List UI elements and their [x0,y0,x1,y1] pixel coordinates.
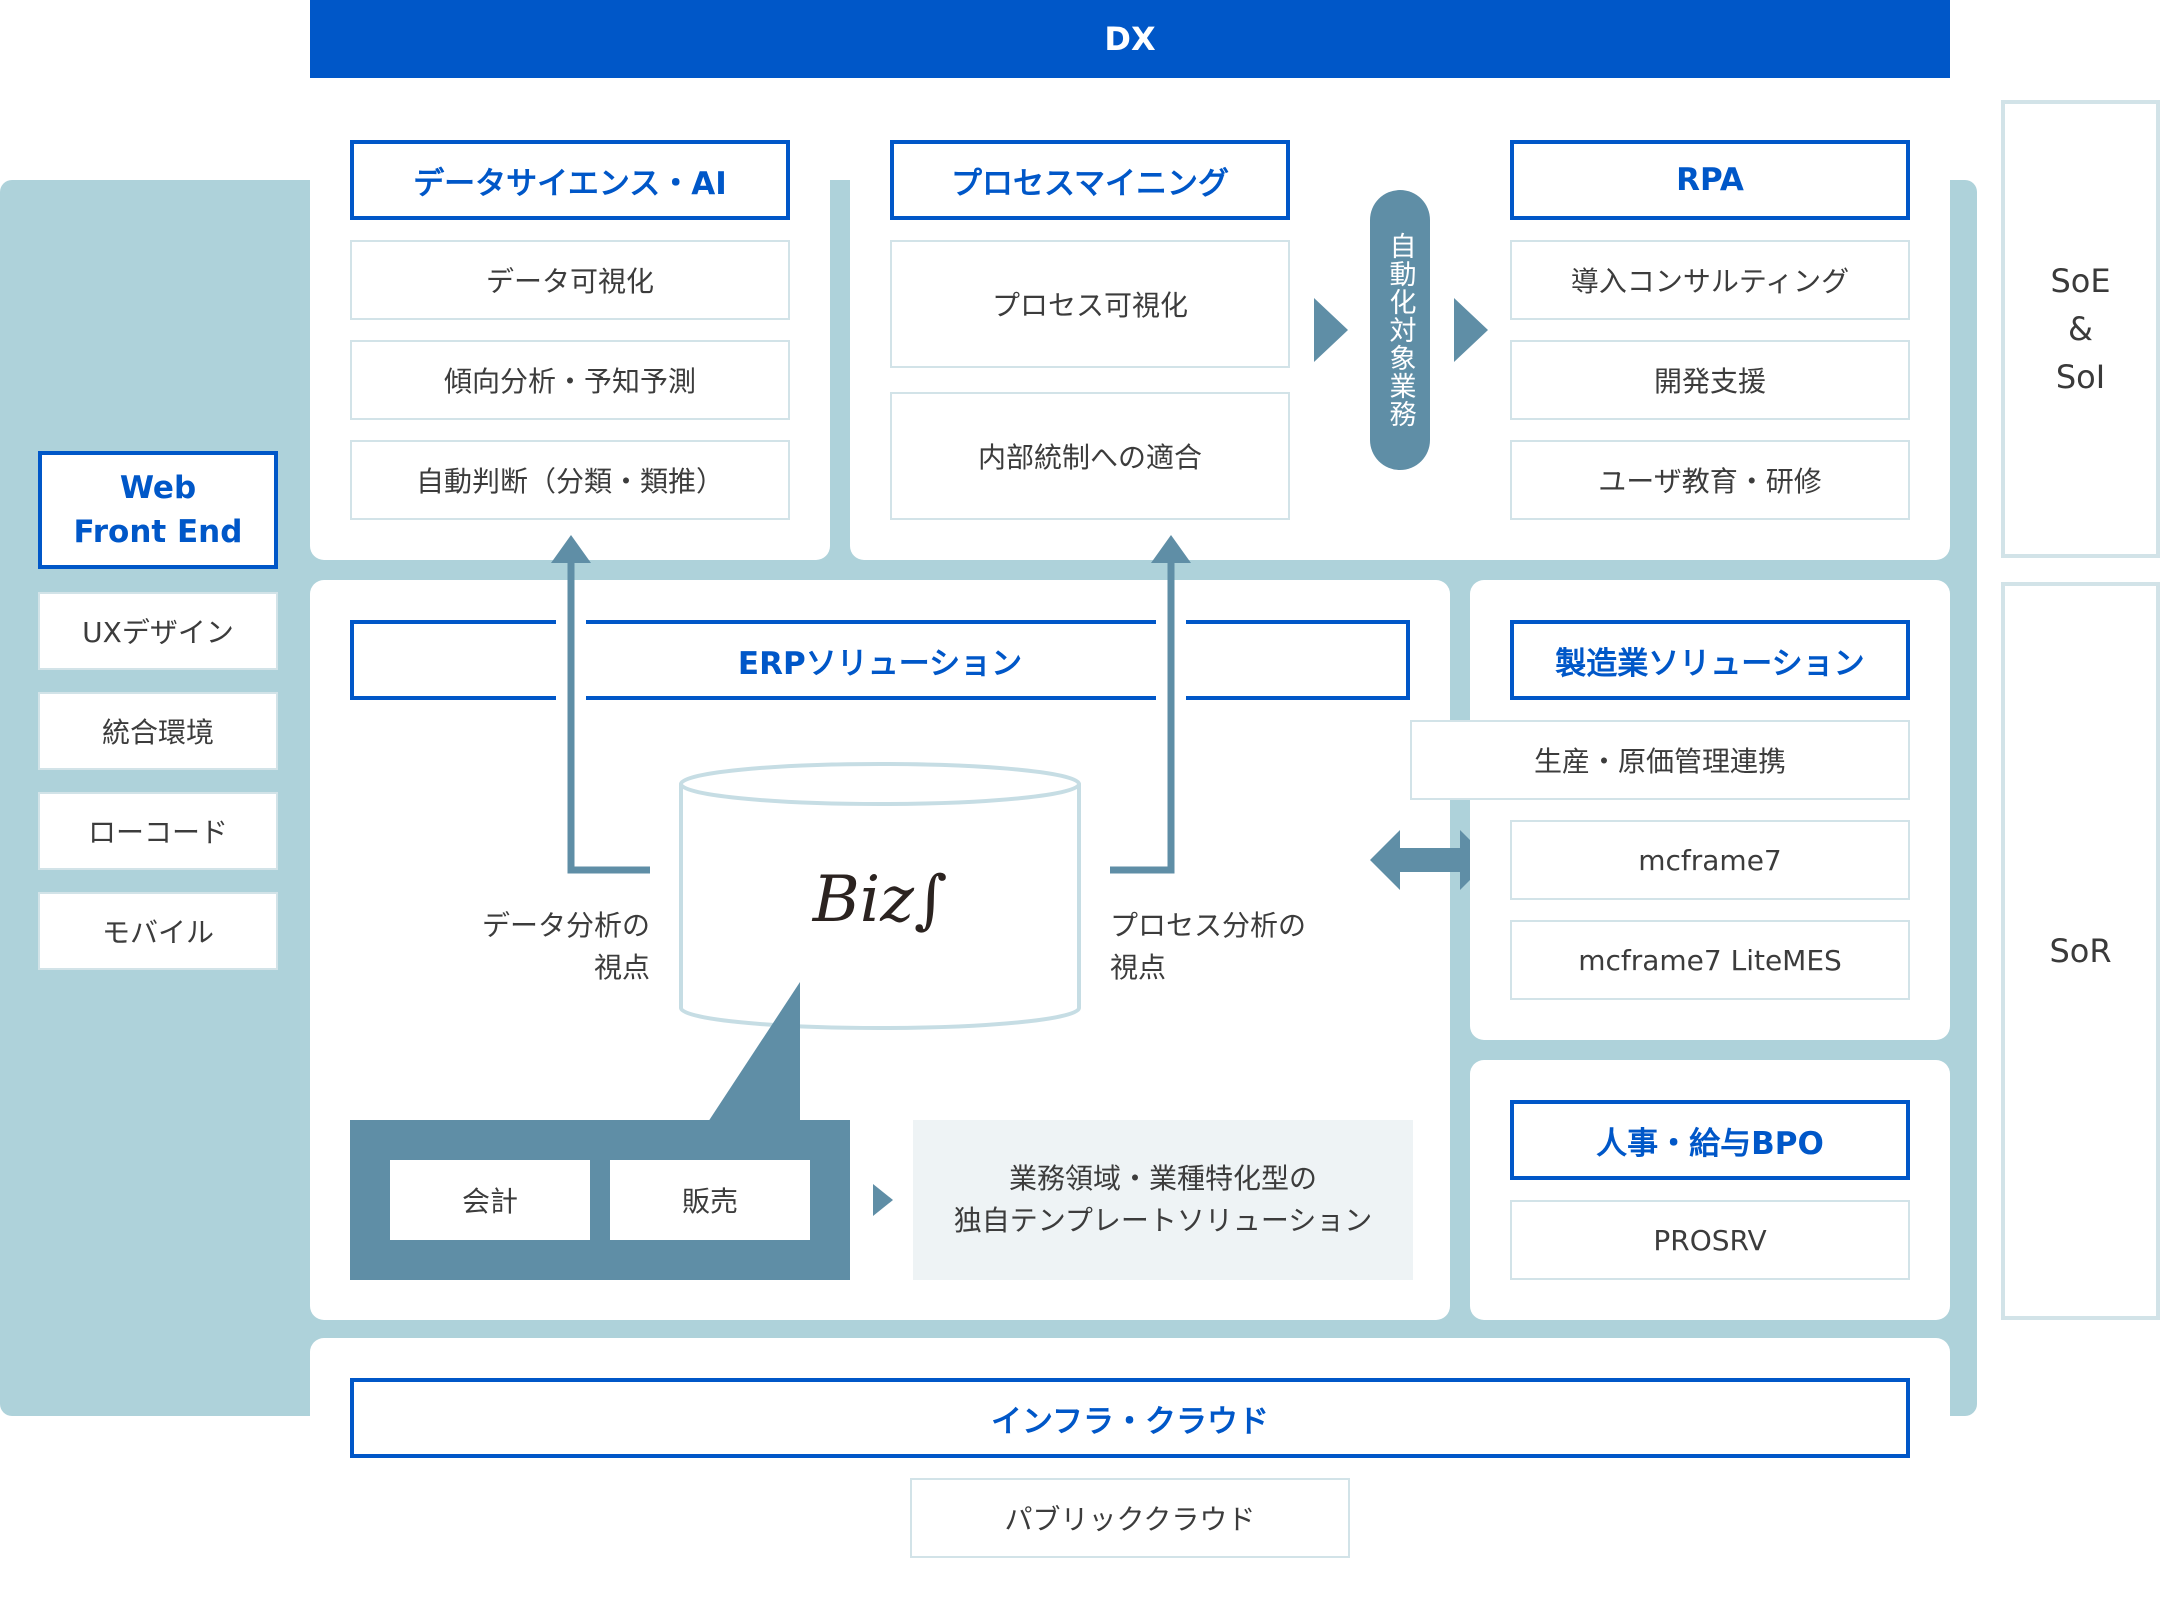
process-view-line: プロセス分析の [1110,909,1307,942]
process-view-label: プロセス分析の 視点 [1110,905,1350,989]
infra-title: インフラ・クラウド [990,1403,1270,1440]
bizf-logo: Biz∫ [780,850,980,950]
module-sales: 販売 [610,1160,810,1240]
item-label: 生産・原価管理連携 [1533,745,1786,778]
manufacturing-item: 生産・原価管理連携 [1410,720,1910,800]
dx-bar: DX [310,0,1950,78]
process-mining-item: プロセス可視化 [890,240,1290,368]
data-science-header: データサイエンス・AI [350,140,790,220]
item-label: 自動判断（分類・類推） [415,465,724,498]
infra-header: インフラ・クラウド [350,1378,1910,1458]
module-label: 会計 [461,1185,518,1218]
template-line: 独自テンプレートソリューション [953,1204,1373,1237]
item-label: ユーザ教育・研修 [1598,465,1822,498]
soi-label: SoI [2055,358,2106,396]
data-science-item: 傾向分析・予知予測 [350,340,790,420]
hr-item: PROSRV [1510,1200,1910,1280]
infra-panel [310,1338,1950,1598]
process-mining-header: プロセスマイニング [890,140,1290,220]
item-label: PROSRV [1653,1223,1767,1257]
web-front-end-item: UXデザイン [38,592,278,670]
erp-title: ERPソリューション [737,645,1023,682]
double-arrow-icon [1370,830,1490,890]
item-label: パブリッククラウド [1004,1503,1256,1536]
arrow-right-icon [1314,298,1348,362]
bubble-tail-icon [708,982,800,1122]
item-label: 統合環境 [101,716,214,749]
item-label: モバイル [101,916,214,949]
manufacturing-item: mcframe7 [1510,820,1910,900]
soe-soi-box: SoE & SoI [2001,100,2160,558]
template-solution-box: 業務領域・業種特化型の 独自テンプレートソリューション [913,1120,1413,1280]
sor-label: SoR [2049,932,2112,970]
web-front-end-item: 統合環境 [38,692,278,770]
item-label: 傾向分析・予知予測 [443,365,696,398]
rpa-item: 開発支援 [1510,340,1910,420]
automation-target-pill: 自動化対象業務 [1370,190,1430,470]
manufacturing-item: mcframe7 LiteMES [1510,920,1910,1000]
manufacturing-title: 製造業ソリューション [1555,645,1865,682]
dx-label: DX [1104,20,1156,58]
web-front-end-item: ローコード [38,792,278,870]
data-science-item: データ可視化 [350,240,790,320]
web-front-end-title-2: Front End [73,514,243,550]
data-view-label: データ分析の 視点 [440,905,650,989]
hr-panel [1470,1060,1950,1320]
bizf-logo-text: Biz∫ [812,863,948,937]
rpa-item: ユーザ教育・研修 [1510,440,1910,520]
web-front-end-title-1: Web [119,470,197,506]
item-label: UXデザイン [82,616,234,649]
infra-item: パブリッククラウド [910,1478,1350,1558]
process-view-arrow-icon [1110,535,1191,874]
hr-title: 人事・給与BPO [1596,1125,1824,1162]
automation-target-label: 自動化対象業務 [1384,232,1416,428]
item-label: mcframe7 [1638,843,1782,877]
module-accounting: 会計 [390,1160,590,1240]
data-view-line: 視点 [593,951,650,984]
hr-header: 人事・給与BPO [1510,1100,1910,1180]
template-line: 業務領域・業種特化型の [1008,1162,1317,1195]
sor-box: SoR [2001,582,2160,1320]
data-view-line: データ分析の [481,909,650,942]
web-front-end-item: モバイル [38,892,278,970]
manufacturing-header: 製造業ソリューション [1510,620,1910,700]
item-label: データ可視化 [485,265,654,298]
item-label: ローコード [87,816,228,849]
arrow-right-icon [1454,298,1488,362]
soe-label: SoE [2050,262,2111,300]
data-science-item: 自動判断（分類・類推） [350,440,790,520]
process-mining-item: 内部統制への適合 [890,392,1290,520]
bizf-database-icon [679,762,1081,1030]
item-label: 開発支援 [1653,365,1766,398]
web-front-end-header: Web Front End [38,451,278,569]
item-label: 内部統制への適合 [977,441,1202,474]
rpa-title: RPA [1676,162,1744,198]
item-label: プロセス可視化 [991,289,1188,322]
rpa-header: RPA [1510,140,1910,220]
rpa-item: 導入コンサルティング [1510,240,1910,320]
module-label: 販売 [681,1185,738,1218]
erp-header: ERPソリューション [350,620,1410,700]
data-view-arrow-icon [551,535,650,874]
process-mining-title: プロセスマイニング [950,165,1230,202]
process-view-line: 視点 [1110,951,1167,984]
arrow-right-icon [873,1184,893,1216]
item-label: mcframe7 LiteMES [1578,943,1842,977]
data-science-title: データサイエンス・AI [413,165,727,202]
and-label: & [2068,310,2093,348]
item-label: 導入コンサルティング [1570,265,1850,298]
